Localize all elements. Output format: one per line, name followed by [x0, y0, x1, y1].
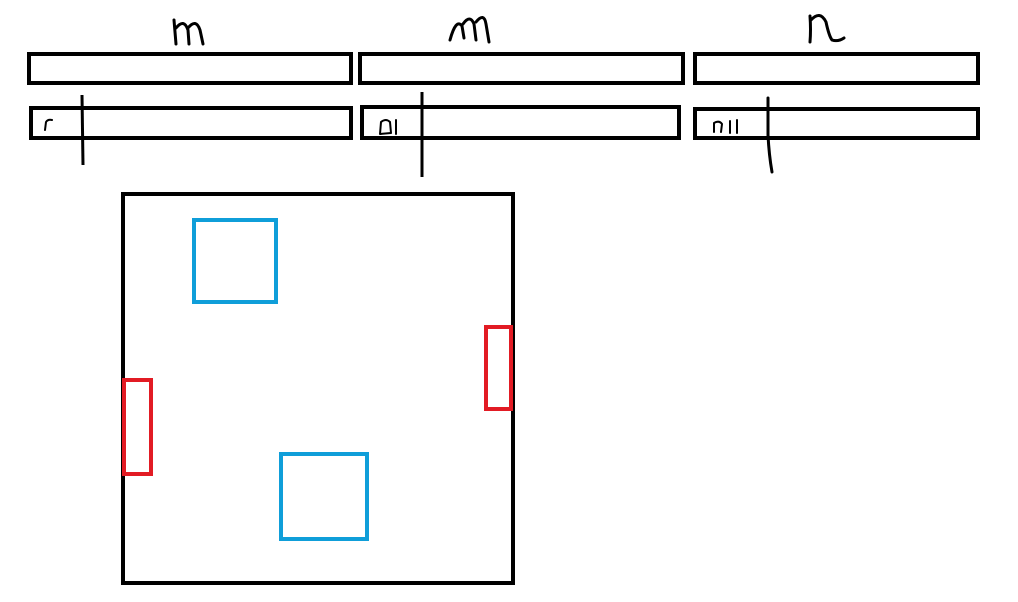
red-paddle-left[interactable]	[122, 378, 153, 476]
column-1	[27, 18, 353, 166]
column-1-slider-track[interactable]	[29, 106, 353, 140]
column-2-slider-track[interactable]	[360, 105, 681, 140]
blue-box-top[interactable]	[192, 218, 278, 304]
blue-box-bottom[interactable]	[279, 452, 369, 541]
column-3-slider-track[interactable]	[693, 107, 980, 140]
column-2	[358, 16, 685, 177]
column-3-slider-label-glyph	[713, 119, 738, 134]
column-2-top-input[interactable]	[358, 52, 685, 85]
column-3-slider-handle[interactable]	[766, 96, 774, 174]
red-paddle-right[interactable]	[484, 325, 513, 411]
column-1-slider-handle[interactable]	[80, 94, 85, 166]
column-1-heading-glyph	[172, 18, 205, 46]
column-1-slider-label-glyph	[44, 118, 53, 131]
column-3-top-input[interactable]	[693, 52, 980, 85]
column-3	[693, 14, 980, 174]
column-3-heading-glyph	[808, 14, 846, 44]
column-2-slider-label-glyph	[379, 119, 397, 135]
column-2-heading-glyph	[448, 16, 491, 44]
column-1-top-input[interactable]	[27, 52, 353, 85]
arena	[121, 192, 515, 585]
arena-frame	[121, 192, 515, 585]
